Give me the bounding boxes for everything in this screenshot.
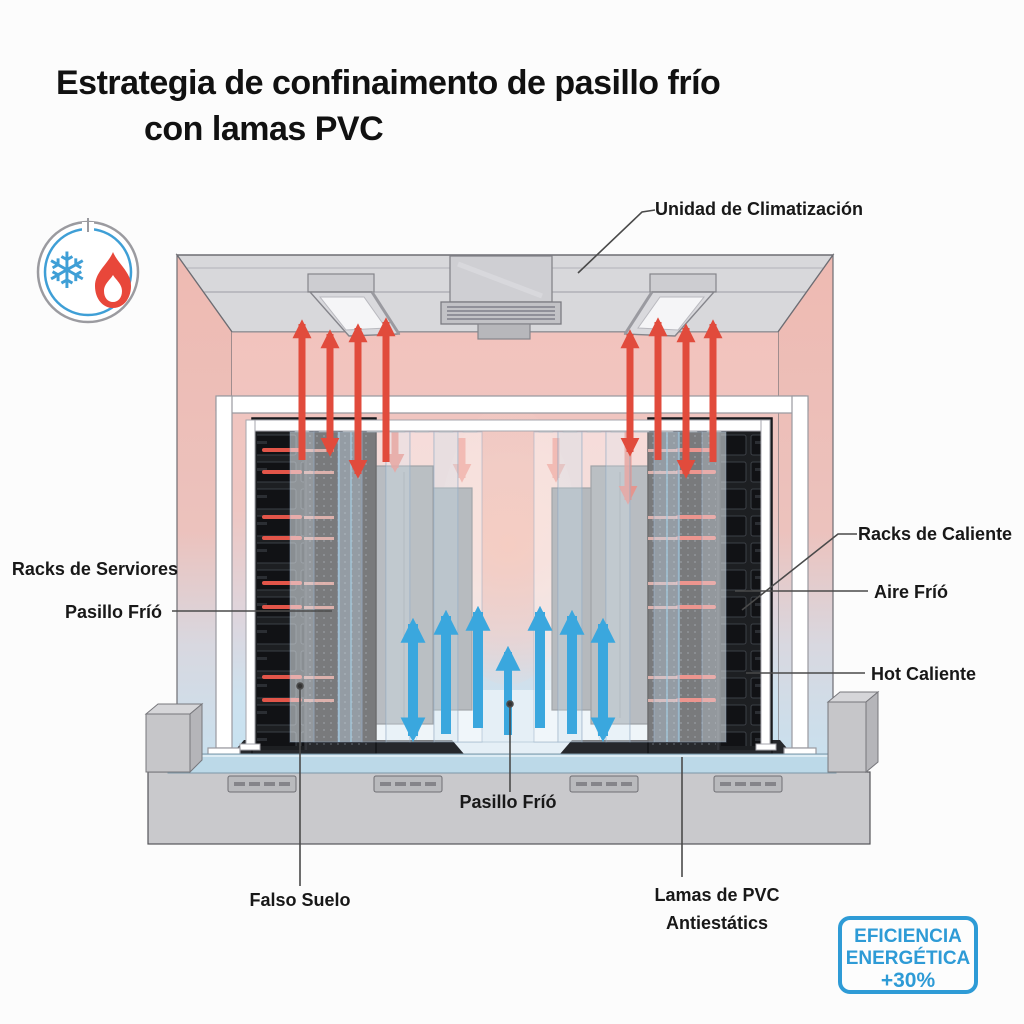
label-pvc-slats: Lamas de PVC Antiestátics: [617, 881, 817, 937]
containment-frame-inner: [239, 419, 777, 751]
leader-climate-unit: [577, 209, 656, 274]
flame-icon: [95, 252, 131, 308]
label-cold-aisle-floor: Pasillo Fríó: [459, 792, 557, 812]
label-server-racks: Racks de Serviores: [11, 559, 178, 579]
hot-air-arrows: [292, 317, 723, 479]
leader-lines: [172, 209, 868, 886]
title-line-1: Estrategia de confinaimento de pasillo f…: [56, 64, 721, 102]
side-step-left: [144, 702, 204, 774]
pvc-curtains-right: [533, 423, 727, 743]
label-hot-racks: Racks de Caliente: [858, 524, 1013, 544]
leader-hot-racks: [741, 533, 857, 611]
label-climate-unit: Unidad de Climatización: [655, 199, 864, 219]
snowflake-icon: ❄: [46, 242, 88, 300]
title-line-2: con lamas PVC: [144, 110, 384, 148]
label-raised-floor: Falso Suelo: [249, 890, 351, 910]
raised-floor-edge: [167, 753, 837, 774]
floor-grilles: [227, 775, 783, 793]
pvc-curtains-left: [289, 423, 483, 743]
label-cold-air: Aire Fríó: [874, 582, 949, 602]
side-step-right: [826, 690, 880, 774]
label-pvc-slats-line1: Lamas de PVC: [654, 885, 780, 905]
rack-leds-left: [262, 448, 334, 702]
efficiency-badge: EFICIENCIA ENERGÉTICA +30%: [838, 916, 978, 994]
label-hot-air: Hot Caliente: [871, 664, 977, 684]
page-title: Estrategia de confinaimento de pasillo f…: [56, 60, 721, 152]
badge-line-3: +30%: [880, 969, 936, 992]
raised-floor-front: [144, 690, 880, 845]
badge-line-2: ENERGÉTICA: [845, 948, 971, 969]
climate-unit-duct: [440, 255, 562, 340]
label-pvc-slats-line2: Antiestátics: [665, 913, 769, 933]
thermal-icon: ❄: [36, 218, 140, 324]
badge-line-1: EFICIENCIA: [854, 926, 962, 947]
cold-air-arrows: [400, 605, 616, 743]
label-cold-aisle-side: Pasillo Fríó: [64, 602, 162, 622]
